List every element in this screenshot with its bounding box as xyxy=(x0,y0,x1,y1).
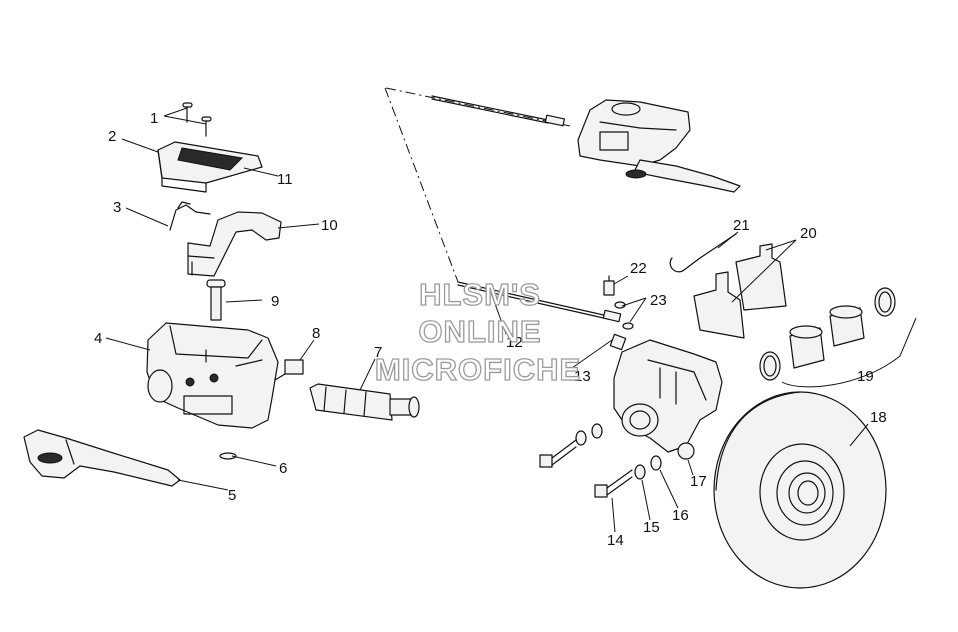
part-22-bleeder xyxy=(603,275,615,296)
callout-6: 6 xyxy=(279,460,287,477)
part-7-piston xyxy=(309,383,420,421)
callout-8: 8 xyxy=(312,325,320,342)
leader-lines xyxy=(105,107,869,533)
part-20-brake-pads xyxy=(693,243,787,339)
part-1-screws xyxy=(182,102,212,137)
part-9-pivot-pin xyxy=(206,279,226,321)
part-10-lever-arm xyxy=(187,211,282,277)
part-5-brake-lever xyxy=(23,429,181,487)
callout-22: 22 xyxy=(630,260,647,277)
assembled-master-cylinder xyxy=(577,99,741,193)
callout-labels: 1 2 3 4 5 6 7 8 9 10 11 12 13 14 15 16 1… xyxy=(94,110,887,549)
callout-12: 12 xyxy=(506,334,523,351)
callout-20: 20 xyxy=(800,225,817,242)
callout-13: 13 xyxy=(574,368,591,385)
callout-9: 9 xyxy=(271,293,279,310)
part-2-reservoir-cover xyxy=(157,141,263,193)
callout-21: 21 xyxy=(733,217,750,234)
part-19-pistons-seals xyxy=(759,287,917,388)
callout-15: 15 xyxy=(643,519,660,536)
part-14-bolt-lower xyxy=(594,469,633,498)
callout-17: 17 xyxy=(690,473,707,490)
part-3-spring xyxy=(169,201,211,231)
part-17-caliper xyxy=(613,339,723,460)
part-12-brake-hose xyxy=(457,281,622,323)
part-21-retaining-pin xyxy=(669,233,737,273)
part-14-bolt-upper xyxy=(539,423,603,468)
watermark-line-3: MICROFICHE xyxy=(375,352,581,387)
part-23-washers xyxy=(614,301,634,330)
watermark-line-1: HLSM'S xyxy=(419,277,541,312)
reference-line-left xyxy=(384,87,459,283)
callout-5: 5 xyxy=(228,487,236,504)
callout-16: 16 xyxy=(672,507,689,524)
callout-14: 14 xyxy=(607,532,624,549)
callout-4: 4 xyxy=(94,330,102,347)
callout-23: 23 xyxy=(650,292,667,309)
callout-10: 10 xyxy=(321,217,338,234)
callout-2: 2 xyxy=(108,128,116,145)
callout-3: 3 xyxy=(113,199,121,216)
part-4-master-cylinder-body xyxy=(146,322,279,429)
part-6-clip xyxy=(219,452,237,460)
part-16-washer xyxy=(650,455,662,471)
watermark: HLSM'S ONLINE MICROFICHE xyxy=(374,276,581,387)
callout-1: 1 xyxy=(150,110,158,127)
reference-line-top xyxy=(385,87,571,127)
callout-7: 7 xyxy=(374,344,382,361)
brake-line-upper xyxy=(431,95,566,127)
part-13-fitting xyxy=(609,333,627,351)
callout-19: 19 xyxy=(857,368,874,385)
callout-11: 11 xyxy=(277,171,293,188)
part-15-washer xyxy=(634,464,646,480)
callout-18: 18 xyxy=(870,409,887,426)
part-8-switch xyxy=(274,359,304,381)
watermark-line-2: ONLINE xyxy=(418,314,541,349)
part-18-brake-disc xyxy=(713,391,887,589)
